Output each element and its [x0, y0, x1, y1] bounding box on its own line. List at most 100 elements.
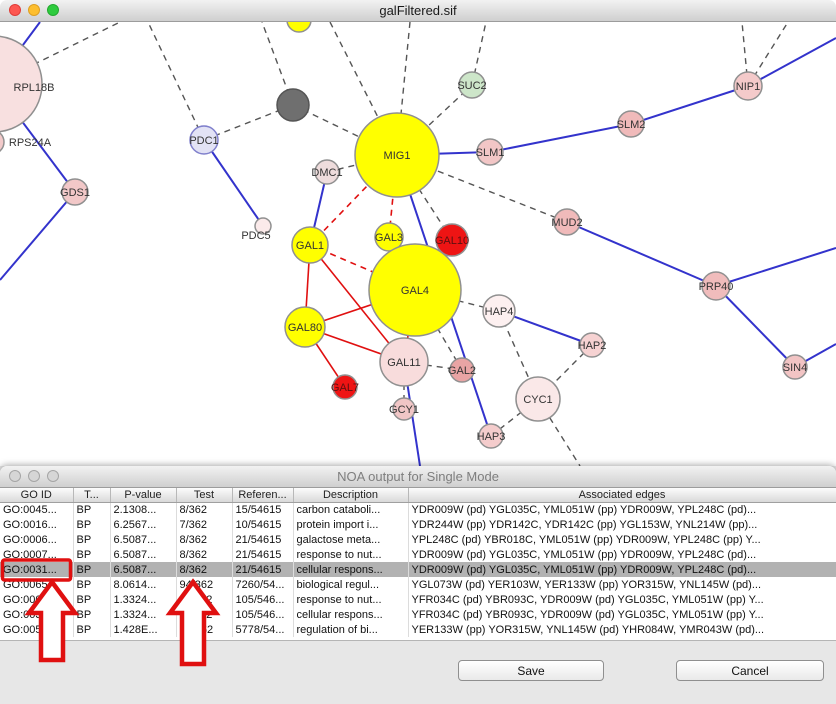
- close-button-icon[interactable]: [9, 470, 21, 482]
- network-node-nip1[interactable]: NIP1: [733, 71, 763, 101]
- network-node-gal3[interactable]: GAL3: [374, 222, 404, 252]
- column-header-0[interactable]: GO ID: [0, 488, 74, 503]
- network-node-sin4[interactable]: SIN4: [782, 354, 808, 380]
- network-window-titlebar[interactable]: galFiltered.sif: [0, 0, 836, 22]
- table-cell: 1.3324...: [110, 592, 177, 607]
- network-node-slm2[interactable]: SLM2: [617, 110, 646, 138]
- network-node-gal10[interactable]: GAL10: [435, 223, 469, 257]
- noa-window-titlebar[interactable]: NOA output for Single Mode: [0, 466, 836, 488]
- network-node-mig1[interactable]: MIG1: [354, 112, 440, 198]
- network-node[interactable]: [286, 22, 312, 33]
- table-cell: carbon cataboli...: [293, 502, 409, 517]
- node-label: HAP3: [477, 431, 506, 443]
- column-header-4[interactable]: Referen...: [232, 488, 294, 503]
- cancel-button[interactable]: Cancel: [676, 660, 824, 681]
- network-node[interactable]: [276, 88, 310, 122]
- network-node-rpl18b[interactable]: RPL18B: [0, 35, 54, 133]
- network-node-gal4[interactable]: GAL4: [368, 243, 462, 337]
- network-node-prp40[interactable]: PRP40: [699, 271, 734, 301]
- network-node-gal1[interactable]: GAL1: [291, 226, 329, 264]
- network-node-pdc1[interactable]: PDC1: [189, 125, 219, 155]
- node-label: MUD2: [551, 217, 582, 229]
- network-node-gal80[interactable]: GAL80: [284, 306, 326, 348]
- close-button-icon[interactable]: [9, 4, 21, 16]
- table-cell: 8/362: [176, 562, 233, 577]
- zoom-button-icon[interactable]: [47, 4, 59, 16]
- node-label: NIP1: [736, 81, 760, 93]
- node-label: GCY1: [389, 404, 419, 416]
- table-cell: YER133W (pp) YOR315W, YNL145W (pd) YHR08…: [408, 622, 836, 637]
- network-node-gal11[interactable]: GAL11: [379, 337, 429, 387]
- table-cell: 6.2567...: [110, 517, 177, 532]
- table-cell: response to nut...: [293, 592, 409, 607]
- node-label: PDC1: [189, 135, 218, 147]
- table-cell: YDR009W (pd) YGL035C, YML051W (pp) YDR00…: [408, 502, 836, 517]
- network-node-pdc5[interactable]: PDC5: [241, 217, 272, 242]
- minimize-button-icon[interactable]: [28, 470, 40, 482]
- table-cell: BP: [73, 547, 111, 562]
- table-cell: GO:0006...: [0, 532, 74, 547]
- network-node-gds1[interactable]: GDS1: [60, 178, 90, 206]
- table-cell: BP: [73, 622, 111, 637]
- table-cell: GO:0050...: [0, 622, 74, 637]
- node-label: DMC1: [311, 167, 342, 179]
- table-cell: 7260/54...: [232, 577, 294, 592]
- network-window-title: galFiltered.sif: [379, 3, 457, 18]
- table-cell: 1.3324...: [110, 607, 177, 622]
- node-label: GAL10: [435, 235, 469, 247]
- table-cell: 6.5087...: [110, 562, 177, 577]
- table-cell: 6.5087...: [110, 532, 177, 547]
- table-cell: BP: [73, 502, 111, 517]
- column-header-5[interactable]: Description: [293, 488, 409, 503]
- table-cell: cellular respons...: [293, 607, 409, 622]
- zoom-button-icon[interactable]: [47, 470, 59, 482]
- network-node-gal2[interactable]: GAL2: [448, 357, 476, 383]
- network-node-hap4[interactable]: HAP4: [482, 294, 516, 328]
- network-node-hap3[interactable]: HAP3: [477, 423, 506, 449]
- table-cell: GO:0009...: [0, 592, 74, 607]
- network-node-suc2[interactable]: SUC2: [457, 71, 487, 99]
- column-header-6[interactable]: Associated edges: [408, 488, 836, 503]
- node-label: GAL3: [375, 232, 403, 244]
- network-node-slm1[interactable]: SLM1: [476, 138, 505, 166]
- network-node-dmc1[interactable]: DMC1: [311, 159, 343, 185]
- network-edge-pp: [203, 139, 264, 227]
- node-label: HAP2: [578, 340, 607, 352]
- minimize-button-icon[interactable]: [28, 4, 40, 16]
- table-cell: BP: [73, 517, 111, 532]
- column-header-3[interactable]: Test: [176, 488, 233, 503]
- traffic-lights: [9, 4, 59, 16]
- network-edge-pd: [147, 22, 205, 141]
- save-button[interactable]: Save: [458, 660, 604, 681]
- node-label: MIG1: [384, 150, 411, 162]
- column-header-1[interactable]: T...: [73, 488, 111, 503]
- table-cell: 8.0614...: [110, 577, 177, 592]
- network-node-cyc1[interactable]: CYC1: [515, 376, 561, 422]
- network-node-hap2[interactable]: HAP2: [578, 332, 607, 358]
- table-cell: BP: [73, 532, 111, 547]
- table-cell: galactose meta...: [293, 532, 409, 547]
- network-node-gcy1[interactable]: GCY1: [389, 397, 419, 421]
- table-cell: YFR034C (pd) YBR093C, YDR009W (pd) YGL03…: [408, 592, 836, 607]
- table-cell: 21/54615: [232, 547, 294, 562]
- network-node-mud2[interactable]: MUD2: [551, 208, 583, 236]
- node-label: GAL80: [288, 322, 322, 334]
- network-node-gal7[interactable]: GAL7: [331, 374, 359, 400]
- column-header-2[interactable]: P-value: [110, 488, 177, 503]
- table-cell: BP: [73, 607, 111, 622]
- network-node-rps24a[interactable]: RPS24A: [0, 130, 52, 154]
- table-cell: 105/546...: [232, 592, 294, 607]
